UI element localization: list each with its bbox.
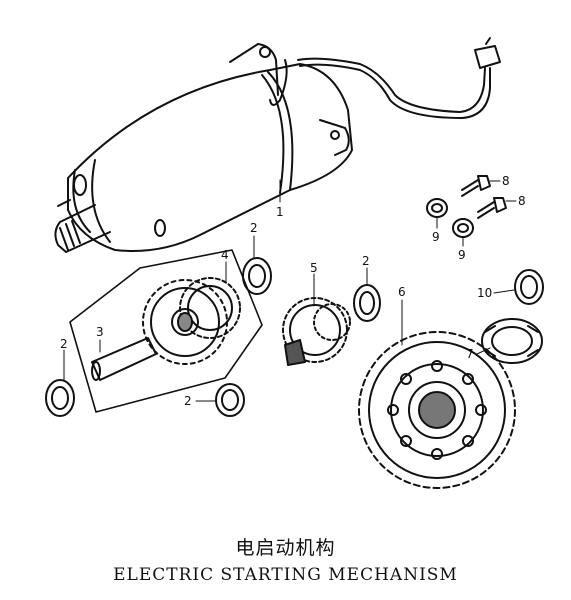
callout-7: 7 bbox=[466, 347, 474, 361]
one-way-clutch bbox=[481, 318, 543, 364]
idle-gear-shaft bbox=[91, 337, 157, 381]
caption-english: ELECTRIC STARTING MECHANISM bbox=[113, 565, 458, 585]
callout-2-left: 2 bbox=[60, 337, 68, 351]
callout-9-upper: 9 bbox=[432, 230, 440, 244]
callout-2-middle: 2 bbox=[362, 254, 370, 268]
washer-10 bbox=[514, 269, 544, 305]
callout-3: 3 bbox=[96, 325, 104, 339]
callout-6: 6 bbox=[398, 285, 406, 299]
washer-2-middle bbox=[353, 284, 381, 322]
callout-8-lower: 8 bbox=[518, 194, 526, 208]
idle-gear-assembly bbox=[69, 249, 263, 413]
callout-2-upper: 2 bbox=[250, 221, 258, 235]
bolt-8-lower bbox=[477, 197, 507, 219]
reduction-gear bbox=[282, 297, 351, 366]
callout-10: 10 bbox=[477, 286, 492, 300]
callout-8-upper: 8 bbox=[502, 174, 510, 188]
washer-2-left bbox=[45, 379, 75, 417]
callout-labels: 1 2 4 3 2 2 5 2 6 7 10 8 8 9 9 bbox=[60, 174, 526, 408]
washer-2-lower bbox=[215, 383, 245, 417]
starter-clutch-gear bbox=[358, 331, 516, 489]
callout-9-lower: 9 bbox=[458, 248, 466, 262]
leader-lines bbox=[63, 179, 517, 402]
washer-9-upper bbox=[426, 198, 448, 218]
starter-motor bbox=[54, 37, 501, 253]
callout-2-lower: 2 bbox=[184, 394, 192, 408]
washer-9-lower bbox=[452, 218, 474, 238]
bolt-8-upper bbox=[461, 175, 491, 197]
washer-2-upper bbox=[242, 257, 272, 295]
caption-chinese: 电启动机构 bbox=[235, 537, 336, 559]
callout-5: 5 bbox=[310, 261, 318, 275]
callout-1: 1 bbox=[276, 205, 284, 219]
callout-4: 4 bbox=[221, 248, 229, 262]
